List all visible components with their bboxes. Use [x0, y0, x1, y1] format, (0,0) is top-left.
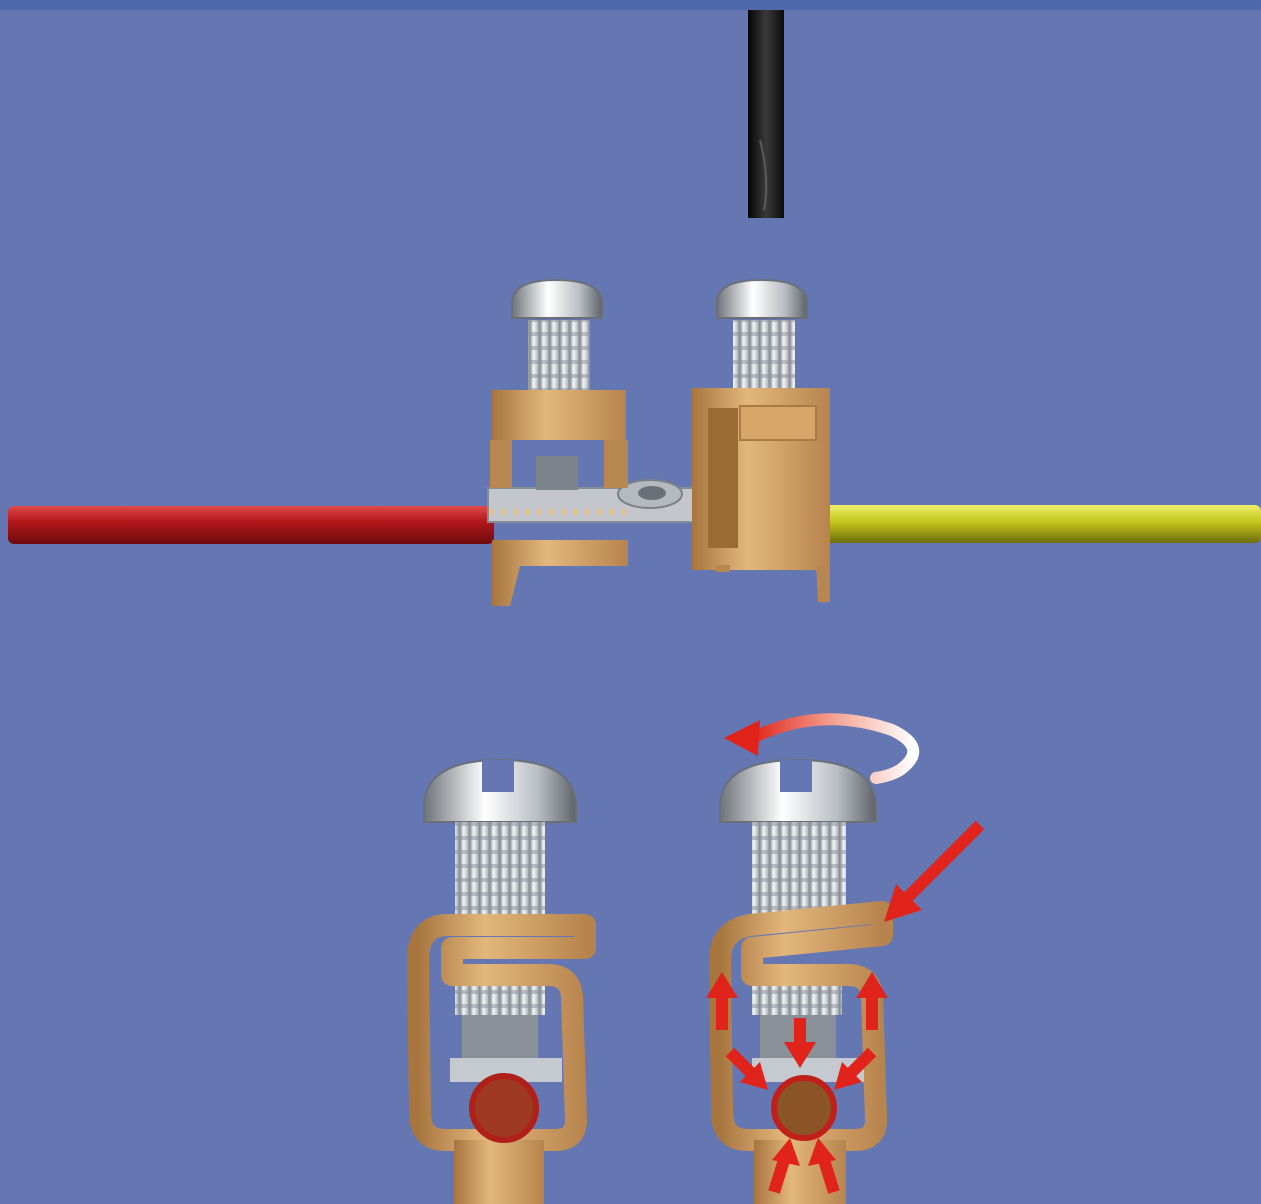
screw-icon	[424, 760, 576, 1059]
screw-icon	[512, 280, 602, 490]
clamp-icon	[692, 388, 830, 602]
wire-red	[8, 506, 494, 544]
screw-icon	[717, 280, 807, 394]
force-arrow-icon	[884, 825, 980, 922]
clamp-icon	[418, 925, 585, 1204]
screwdriver-icon	[748, 10, 784, 218]
wire-yellow	[818, 505, 1261, 543]
